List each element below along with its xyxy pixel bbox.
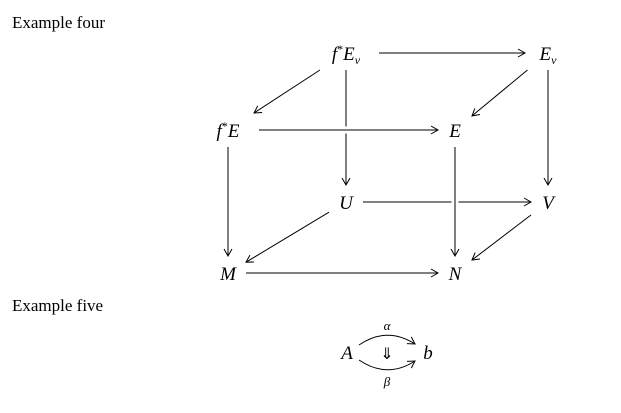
label-beta: β	[383, 374, 391, 389]
arrow-beta	[358, 359, 416, 371]
node-fEv: f*Ev	[332, 42, 361, 67]
node-N: N	[448, 264, 463, 285]
twocell-source: A	[339, 343, 353, 364]
arrow-U-to-M	[245, 211, 330, 263]
arrow-Ev-to-E	[471, 69, 528, 117]
twocell-target: b	[423, 343, 433, 364]
node-fE: f*E	[217, 119, 240, 142]
node-Ev: Ev	[539, 44, 558, 67]
node-V: V	[542, 193, 556, 214]
arrow-fEv-to-fE	[253, 69, 321, 114]
node-U: U	[339, 193, 354, 214]
heading-example-four: Example four	[12, 13, 105, 32]
heading-example-five: Example five	[12, 296, 104, 315]
node-E: E	[448, 121, 461, 142]
arrow-alpha	[358, 334, 416, 346]
arrow-V-to-N	[471, 214, 532, 261]
double-arrow-icon: ⇓	[380, 344, 393, 363]
node-M: M	[219, 264, 237, 285]
label-alpha: α	[384, 318, 392, 333]
